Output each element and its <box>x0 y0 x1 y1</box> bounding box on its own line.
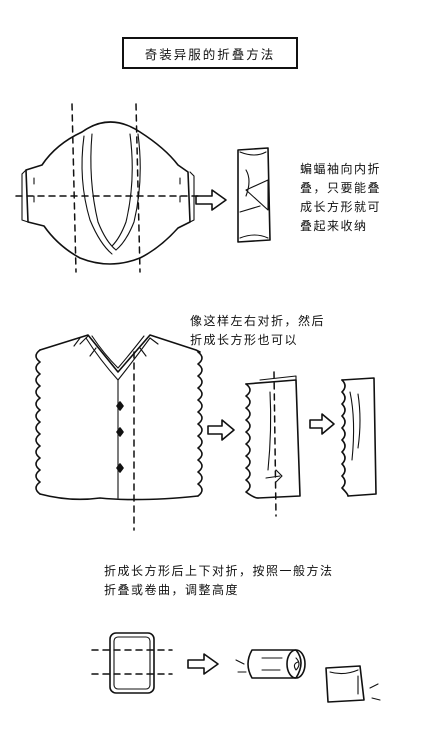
small-folded-bundle-drawing <box>325 665 365 703</box>
motion-lines-icon <box>235 659 381 701</box>
step2-note-line: 折成长方形也可以 <box>190 333 299 347</box>
step3-note-line: 折叠或卷曲，调整高度 <box>104 583 240 597</box>
page-title-text: 奇装异服的折叠方法 <box>144 46 276 62</box>
step1-note-line: 叠起来收纳 <box>300 219 368 233</box>
step2-note-line: 像这样左右对折，然后 <box>190 314 326 328</box>
folded-batwing-drawing <box>237 147 271 243</box>
step1-note: 蝙蝠袖向内折 叠，只要能叠 成长方形就可 叠起来收纳 <box>300 160 381 236</box>
step3-note: 折成长方形后上下对折，按照一般方法 折叠或卷曲，调整高度 <box>104 562 334 600</box>
step1-note-line: 蝙蝠袖向内折 <box>300 162 382 176</box>
step1-note-line: 叠，只要能叠 <box>300 181 382 195</box>
arrow-icon <box>187 653 219 675</box>
arrow-icon <box>309 413 335 435</box>
step1-note-line: 成长方形就可 <box>300 200 382 214</box>
shirt-drawing <box>35 334 203 531</box>
arrow-icon <box>195 189 227 211</box>
folded-rectangle-drawing <box>91 632 173 694</box>
half-folded-shirt-drawing <box>245 371 301 517</box>
step2-note: 像这样左右对折，然后 折成长方形也可以 <box>190 312 325 350</box>
step3-note-line: 折成长方形后上下对折，按照一般方法 <box>104 564 334 578</box>
rolled-garment-drawing <box>247 649 306 679</box>
page-title: 奇装异服的折叠方法 <box>122 37 298 69</box>
batwing-garment-drawing <box>15 103 201 273</box>
folded-shirt-strip-drawing <box>341 377 377 497</box>
arrow-icon <box>207 419 235 441</box>
